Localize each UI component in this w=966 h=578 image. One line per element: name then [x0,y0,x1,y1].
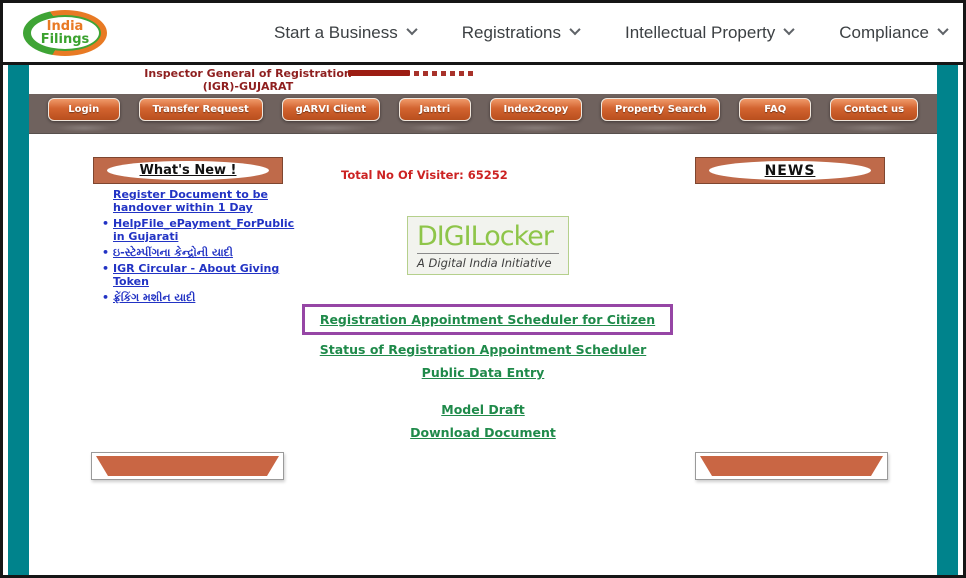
whats-new-link-estamping-centers[interactable]: • ઇ-સ્ટેમ્પીંગના કેન્દ્રોની યાદી [100,246,296,259]
whats-new-links: Register Document to be handover within … [100,188,296,307]
bullet-icon: • [102,246,110,259]
menu-start-a-business[interactable]: Start a Business [273,22,418,43]
logo-text-filings: Filings [40,32,90,47]
button-reflection [55,124,112,132]
indiafilings-logo[interactable]: India Filings [23,10,107,56]
news-title: NEWS [764,162,816,179]
bullet-icon: • [102,291,110,304]
top-menu: Start a Business Registrations Intellect… [273,3,949,62]
igr-site-frame: Inspector General of Registration (IGR)-… [3,62,963,575]
nav-button-wrap: FAQ [739,98,812,132]
whats-new-banner: What's New ! [93,157,283,184]
top-header: India Filings Start a Business Registrat… [3,3,963,62]
menu-registrations[interactable]: Registrations [461,22,581,43]
index2copy-button[interactable]: Index2copy [489,98,583,121]
menu-label: Start a Business [273,22,398,42]
link-model-draft[interactable]: Model Draft [441,402,525,417]
jantri-button[interactable]: Jantri [398,98,471,121]
chevron-down-icon [569,23,581,36]
link-label: Register Document to be handover within … [113,188,268,214]
button-reflection [152,124,250,132]
menu-compliance[interactable]: Compliance [839,22,949,43]
marquee-bar [348,70,410,76]
menu-label: Registrations [461,22,561,42]
nav-button-wrap: Property Search [600,98,721,132]
teal-border-right [937,65,958,575]
button-reflection [406,124,463,132]
menu-intellectual-property[interactable]: Intellectual Property [624,22,795,43]
nav-button-wrap: Jantri [398,98,471,132]
link-public-data-entry[interactable]: Public Data Entry [421,365,545,380]
highlight-box: Registration Appointment Scheduler for C… [302,304,673,335]
digilocker-title: DIGILocker [417,221,554,252]
org-title: Inspector General of Registration (IGR)-… [98,67,398,93]
marquee-dots [414,70,473,76]
digilocker-subtitle: A Digital India Initiative [417,253,559,270]
bullet-icon: • [102,217,110,230]
transfer-request-button[interactable]: Transfer Request [138,98,263,121]
nav-button-wrap: Login [47,98,120,132]
contact-us-button[interactable]: Contact us [830,98,919,121]
bottom-bar-fill [700,456,883,476]
digilocker-logo[interactable]: DIGILocker A Digital India Initiative [407,216,569,275]
link-download-document[interactable]: Download Document [410,425,556,440]
whats-new-link-franking-machine[interactable]: • ફ્રેંકિંગ મશીન યાદી [100,291,296,304]
bottom-bar-fill [96,456,279,476]
button-reflection [839,124,909,132]
marquee-line [348,69,473,77]
link-status-registration-appointment-scheduler[interactable]: Status of Registration Appointment Sched… [319,342,647,357]
garvi-client-button[interactable]: gARVI Client [281,98,381,121]
button-reflection [747,124,804,132]
link-label: ફ્રેંકિંગ મશીન યાદી [113,291,196,304]
org-title-line2: (IGR)-GUJARAT [202,80,294,93]
login-button[interactable]: Login [47,98,120,121]
property-search-button[interactable]: Property Search [600,98,721,121]
button-reflection [499,124,573,132]
nav-button-wrap: gARVI Client [281,98,381,132]
link-label: HelpFile_ePayment_ForPublic in Gujarati [113,217,295,243]
indiafilings-logo-inner: India Filings [29,15,101,51]
banner-oval [709,161,871,180]
faq-button[interactable]: FAQ [739,98,812,121]
nav-button-wrap: Index2copy [489,98,583,132]
whats-new-title: What's New ! [139,163,237,178]
banner-oval [107,161,269,180]
link-label: IGR Circular - About Giving Token [113,262,280,288]
link-registration-appointment-scheduler-citizen[interactable]: Registration Appointment Scheduler for C… [319,312,656,327]
logo-text-india: India [46,19,84,34]
visitor-counter: Total No Of Visiter: 65252 [341,168,508,182]
chevron-down-icon [937,23,949,36]
news-banner: NEWS [695,157,885,184]
teal-border-left [8,65,29,575]
bullet-icon: • [102,262,110,275]
whats-new-link-igr-circular[interactable]: • IGR Circular - About Giving Token [100,262,296,288]
bottom-bar-right [695,452,888,480]
menu-label: Compliance [839,22,929,42]
link-label: ઇ-સ્ટેમ્પીંગના કેન્દ્રોની યાદી [113,246,233,259]
chevron-down-icon [783,23,795,36]
button-reflection [292,124,370,132]
bottom-bar-left [91,452,284,480]
site-nav-bar: Login Transfer Request gARVI Client Jant… [29,94,937,134]
org-title-line1: Inspector General of Registration [144,67,352,80]
whats-new-link-helpfile-epayment[interactable]: • HelpFile_ePayment_ForPublic in Gujarat… [100,217,296,243]
nav-button-wrap: Contact us [830,98,919,132]
button-reflection [614,124,708,132]
chevron-down-icon [406,23,418,36]
nav-button-wrap: Transfer Request [138,98,263,132]
whats-new-link-register-document[interactable]: Register Document to be handover within … [100,188,296,214]
menu-label: Intellectual Property [624,22,776,42]
